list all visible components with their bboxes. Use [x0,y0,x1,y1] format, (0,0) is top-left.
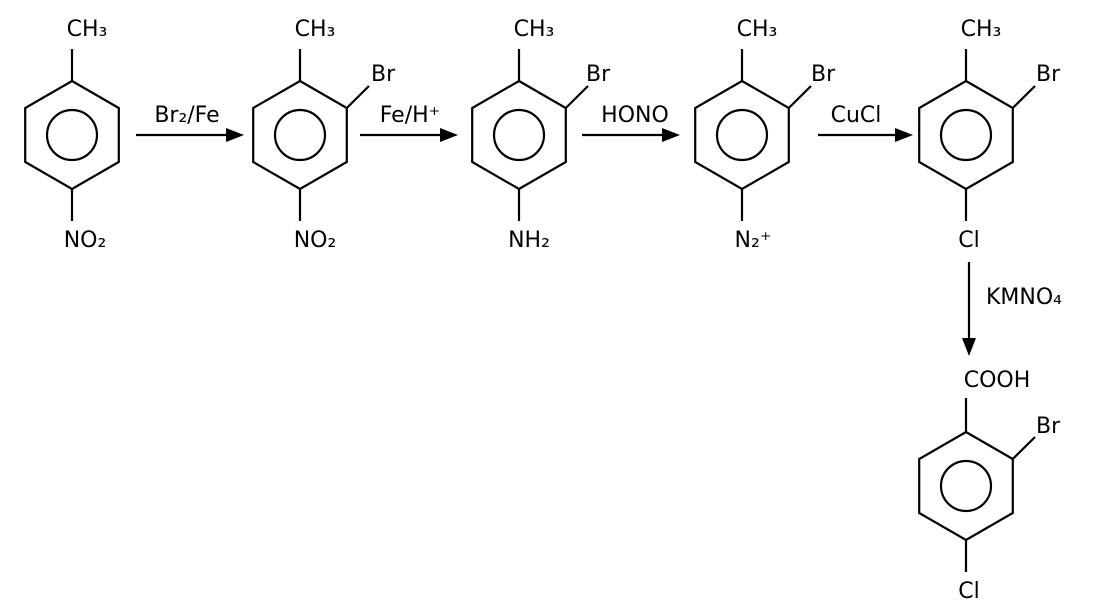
compound-5: CH₃ Br Cl [918,17,1061,253]
aromatic-circle [273,108,327,162]
aromatic-circle [45,108,99,162]
compound-3: CH₃ Br NH₂ [471,17,611,253]
aromatic-circle [715,108,769,162]
substituent-top-label: CH₃ [961,17,1002,42]
benzene-ring [918,79,1014,191]
substituent-bond-side [565,85,589,109]
arrow-head [962,338,976,356]
arrow-head [895,128,913,142]
substituent-bond-side [1012,85,1036,109]
arrow-head [662,128,680,142]
benzene-ring [252,79,348,191]
compound-2: CH₃ Br NO₂ [252,17,396,253]
aromatic-circle [939,459,993,513]
substituent-bottom-label: Cl [958,579,979,604]
substituent-top-label: CH₃ [514,17,555,42]
reagent-label: Fe/H⁺ [380,103,441,128]
benzene-ring [24,79,120,191]
substituent-side-label: Br [1036,414,1061,439]
benzene-ring [918,430,1014,542]
reagent-label: CuCl [831,103,882,128]
arrow-head [440,128,458,142]
compound-4: CH₃ Br N₂⁺ [694,17,836,253]
aromatic-circle [939,108,993,162]
substituent-side-label: Br [1036,62,1061,87]
reagent-label: KMNO₄ [986,285,1062,310]
substituent-bond-side [346,85,370,109]
reaction-arrow-1: Br₂/Fe [136,103,244,142]
reaction-arrow-5: KMNO₄ [962,262,1062,356]
compound-1: CH₃ NO₂ [24,17,120,253]
reaction-arrow-3: HONO [582,103,680,142]
substituent-bottom-label: NO₂ [294,228,337,253]
substituent-bond-side [788,85,812,109]
substituent-side-label: Br [586,62,611,87]
substituent-side-label: Br [371,62,396,87]
substituent-bottom-label: NO₂ [64,228,107,253]
substituent-bottom-label: N₂⁺ [735,228,772,253]
reagent-label: HONO [601,103,669,128]
substituent-bottom-label: NH₂ [508,228,550,253]
compound-6: COOH Br Cl [918,368,1061,604]
substituent-bond-side [1012,436,1036,460]
reaction-arrow-4: CuCl [818,103,913,142]
substituent-side-label: Br [811,62,836,87]
reaction-arrow-2: Fe/H⁺ [360,103,458,142]
substituent-top-label: CH₃ [295,17,336,42]
substituent-bottom-label: Cl [958,228,979,253]
substituent-top-label: CH₃ [67,17,108,42]
substituent-top-label: COOH [964,368,1031,393]
benzene-ring [694,79,790,191]
reagent-label: Br₂/Fe [154,103,219,128]
arrow-head [226,128,244,142]
aromatic-circle [492,108,546,162]
benzene-ring [471,79,567,191]
substituent-top-label: CH₃ [737,17,778,42]
